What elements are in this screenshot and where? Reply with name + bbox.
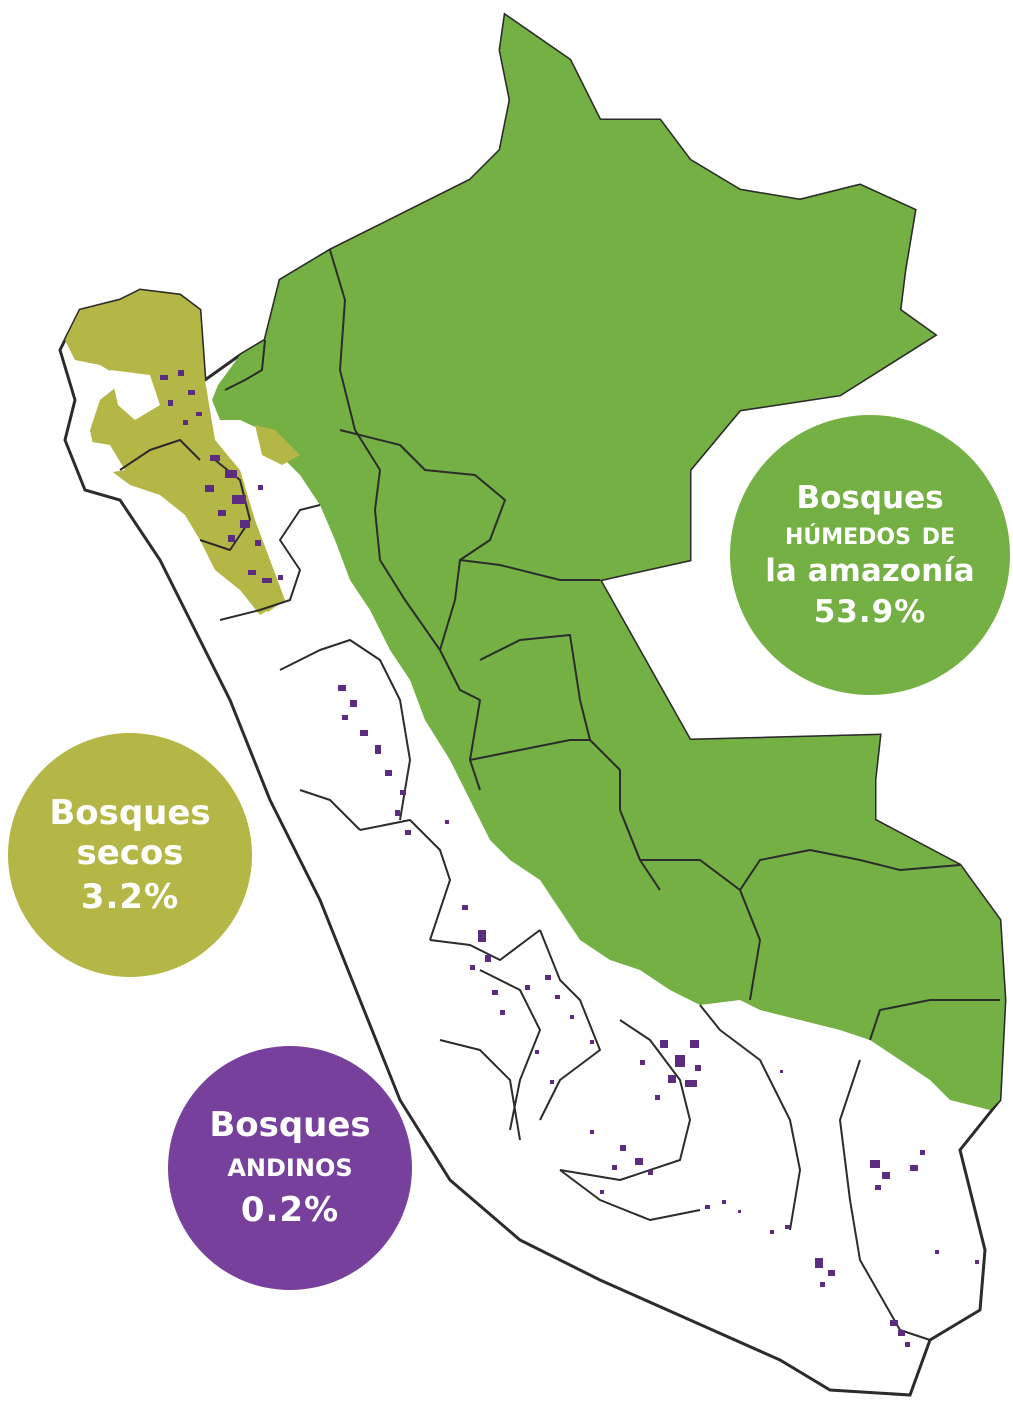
- legend-line: húmedos de: [784, 516, 956, 553]
- region-borders: [119, 249, 1000, 1341]
- badge-secos-circle: [8, 733, 252, 977]
- amazon-forest-area: [212, 15, 1005, 1110]
- legend-line: andinos: [227, 1145, 353, 1186]
- badge-andinos-circle: [168, 1046, 412, 1290]
- legend-line: la amazonía: [765, 553, 975, 589]
- non-forest-patch: [110, 370, 160, 420]
- legend-percent: 53.9%: [813, 593, 927, 630]
- legend-badge-humid-forest: Bosques húmedos de la amazonía 53.9%: [730, 415, 1010, 695]
- legend-line: Bosques: [796, 479, 944, 516]
- legend-line: secos: [76, 832, 184, 873]
- legend-line: Bosques: [209, 1105, 371, 1146]
- legend-badge-dry-forest: Bosques secos 3.2%: [10, 730, 250, 980]
- andean-forest-patches: [160, 370, 979, 1347]
- dry-forest-patch: [255, 425, 300, 465]
- legend-percent: 3.2%: [80, 877, 180, 918]
- dry-forest-patch: [235, 560, 285, 612]
- legend-badge-andean-forest: Bosques andinos 0.2%: [170, 1045, 410, 1290]
- legend-line: Bosques: [49, 792, 211, 833]
- legend-percent: 0.2%: [240, 1189, 340, 1230]
- badge-humedos-circle: [730, 415, 1010, 695]
- non-forest-patch: [80, 440, 125, 475]
